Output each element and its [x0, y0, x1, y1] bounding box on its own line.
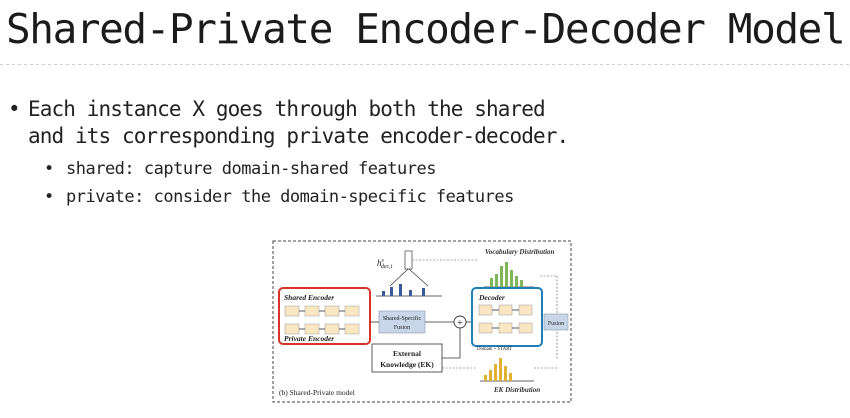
fusion-box [543, 313, 569, 331]
ek-dist-bars [480, 358, 534, 382]
shared-encoder-box [278, 287, 371, 345]
external-knowledge-box [371, 343, 443, 373]
ek-dist-label: EK Distribution [493, 386, 540, 394]
shared-encoder-cells [284, 305, 360, 335]
sub-bullet-private: • private: consider the domain-specific f… [44, 186, 514, 208]
vocab-bars [484, 262, 534, 288]
private-encoder-label: Private Encoder [284, 334, 334, 343]
figure-frame [272, 240, 572, 403]
bullet-text-1: Each instance X goes through both the sh… [28, 97, 546, 121]
sub-bullet-text-shared: shared: capture domain-shared features [66, 159, 436, 179]
sub-bullet-text-private: private: consider the domain-specific fe… [66, 187, 514, 207]
sub-bullet-dot: • [44, 187, 54, 207]
bullet-line-2: and its corresponding private encoder-de… [28, 124, 569, 148]
hidden-state-box [404, 250, 413, 270]
shared-encoder-label: Shared Encoder [284, 293, 334, 302]
ek-label-1: External [393, 349, 421, 358]
plus-sign: + [457, 318, 463, 329]
slide-title: Shared-Private Encoder-Decoder Model [6, 5, 846, 53]
sub-bullet-shared: • shared: capture domain-shared features [44, 158, 436, 180]
fusion-label: Fusion [548, 321, 564, 327]
decoder-label: Decoder [478, 293, 505, 302]
decoder-cells [478, 304, 533, 334]
bullet-main: • Each instance X goes through both the s… [8, 96, 569, 150]
decoder-box [471, 287, 543, 347]
attention-bars [376, 284, 442, 297]
sub-bullet-dot: • [44, 159, 54, 179]
bullet-line-1: • Each instance X goes through both the s… [8, 96, 568, 123]
attn-line-right [408, 268, 429, 287]
shared-specific-fusion-label: Shared-Specific [383, 315, 422, 322]
title-divider [0, 64, 850, 65]
shared-specific-fusion-label-2: Fusion [394, 325, 410, 331]
figure-caption: (b) Shared-Private model [279, 388, 355, 397]
domain-start-label: Domain + START [477, 347, 512, 352]
ek-label-2: Knowledge (EK) [380, 360, 434, 369]
bullet-dot: • [8, 97, 21, 121]
vocab-dist-label: Vocabulary Distribution [485, 248, 555, 256]
attn-line-left [389, 268, 409, 287]
